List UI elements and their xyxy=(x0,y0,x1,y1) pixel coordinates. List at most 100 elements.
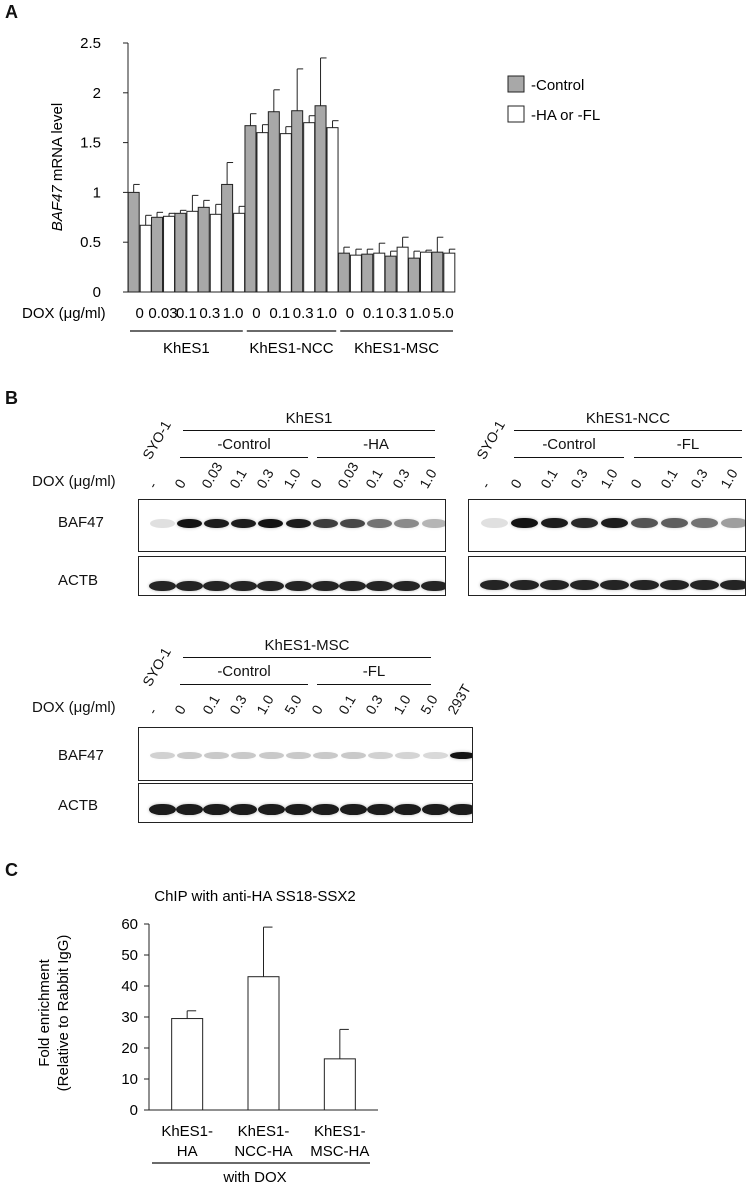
blot-band xyxy=(422,751,448,759)
blot-band xyxy=(257,803,285,815)
lane-label: 1.0 xyxy=(280,466,304,491)
a-dox-label: DOX (μg/ml) xyxy=(22,305,106,322)
a-ytick-label: 2 xyxy=(93,85,101,102)
c-bar xyxy=(323,1058,356,1111)
a-y-axis-label: BAF47 mRNA level xyxy=(49,103,66,231)
blot-band xyxy=(569,580,599,590)
blot-band xyxy=(660,518,688,528)
blot-band xyxy=(312,518,338,528)
c-xtick-label: KhES1- xyxy=(314,1123,366,1140)
lane-label: 0.3 xyxy=(567,466,591,491)
a-bar-treated xyxy=(396,246,409,293)
lane-label: 0.1 xyxy=(335,692,359,717)
blot-band xyxy=(312,803,340,815)
lane-label: 0 xyxy=(171,702,190,717)
blot-band xyxy=(540,518,568,528)
blot-band xyxy=(539,580,569,590)
blot3-sub-fl-line xyxy=(317,684,431,685)
lane-label: 0.3 xyxy=(252,466,277,491)
blot1-baf47-membrane xyxy=(138,499,446,552)
c-xtick-label: KhES1- xyxy=(238,1123,290,1140)
blot-band xyxy=(284,581,312,591)
blot3-row-baf47: BAF47 xyxy=(58,747,104,764)
blot2-actb-membrane xyxy=(468,556,746,596)
blot2-baf47-membrane xyxy=(468,499,746,552)
blot-band xyxy=(175,581,203,591)
a-xtick-label: 1.0 xyxy=(316,305,337,322)
a-bar-treated xyxy=(443,252,456,293)
blot2-sub-fl: -FL xyxy=(676,436,700,453)
c-xtick-label: MSC-HA xyxy=(310,1143,369,1160)
blot-band xyxy=(230,581,258,591)
blot-band xyxy=(479,580,509,590)
blot3-baf47-membrane xyxy=(138,727,473,781)
blot-band xyxy=(448,803,472,815)
blot1-sub-control-line xyxy=(180,457,308,458)
lane-label: 0.03 xyxy=(198,459,227,491)
blot-band xyxy=(629,580,659,590)
c-group-label: with DOX xyxy=(222,1169,286,1185)
a-xtick-label: 5.0 xyxy=(433,305,454,322)
lane-label: 1.0 xyxy=(717,466,741,491)
lane-label: 0.1 xyxy=(225,466,250,491)
blot-band xyxy=(420,581,445,591)
lane-label: 0.1 xyxy=(198,692,223,717)
c-bar xyxy=(171,1018,204,1111)
blot-band xyxy=(599,580,629,590)
blot-band xyxy=(659,580,689,590)
a-ytick-label: 0.5 xyxy=(80,234,101,251)
blot2-title: KhES1-NCC xyxy=(585,410,671,427)
a-xtick-label: 0.3 xyxy=(199,305,220,322)
blot3-sub-control-line xyxy=(180,684,308,685)
a-xtick-label: 0 xyxy=(252,305,260,322)
blot-band xyxy=(148,581,176,591)
a-group-label: KhES1-MSC xyxy=(354,340,439,357)
c-xtick-label: NCC-HA xyxy=(234,1143,292,1160)
a-bar-control xyxy=(407,257,420,293)
a-bar-treated xyxy=(163,215,176,293)
lane-label: - xyxy=(477,478,494,491)
a-xtick-label: 0 xyxy=(346,305,354,322)
blot1-title-line xyxy=(183,430,435,431)
a-bar-control xyxy=(384,255,397,293)
blot3-sub-fl: -FL xyxy=(362,663,386,680)
lane-label: 0 xyxy=(307,702,326,717)
blot-band xyxy=(149,751,175,759)
panel-c-letter: C xyxy=(5,860,18,880)
blot-band xyxy=(231,518,257,528)
lane-label: 5.0 xyxy=(280,692,305,717)
blot2-sub-control: -Control xyxy=(542,436,596,453)
blot3-actb-membrane xyxy=(138,783,473,823)
a-bar-control xyxy=(127,191,140,293)
a-xtick-label: 0 xyxy=(136,305,144,322)
blot1-syo-label: SYO-1 xyxy=(139,417,175,462)
a-bar-treated xyxy=(303,122,316,293)
lane-label: 1.0 xyxy=(253,692,277,717)
c-ytick-label: 50 xyxy=(121,947,138,964)
panel-c-chart: ChIP with anti-HA SS18-SSX20102030405060… xyxy=(36,888,378,1185)
c-ytick-label: 20 xyxy=(121,1040,138,1057)
a-xtick-label: 0.3 xyxy=(386,305,407,322)
blot1-sub-control: -Control xyxy=(217,436,271,453)
panel-a-letter: A xyxy=(5,2,18,22)
blot-band xyxy=(630,518,658,528)
blot3-row-actb: ACTB xyxy=(58,797,99,814)
a-xtick-label: 0.03 xyxy=(148,305,177,322)
blot1-row-actb: ACTB xyxy=(58,572,99,589)
blot-band xyxy=(257,581,285,591)
blot-band xyxy=(509,580,539,590)
lane-label: 0.3 xyxy=(687,466,711,491)
blot-band xyxy=(204,751,230,759)
blot3-dox-label: DOX (μg/ml) xyxy=(32,699,116,716)
blot-band xyxy=(258,518,284,528)
c-title: ChIP with anti-HA SS18-SSX2 xyxy=(154,888,356,905)
a-bar-control xyxy=(314,105,327,293)
a-group-label: KhES1 xyxy=(163,340,210,357)
c-xtick-label: HA xyxy=(177,1143,198,1160)
blot-band xyxy=(394,803,422,815)
blot2-sub-control-line xyxy=(514,457,624,458)
lane-label: 1.0 xyxy=(416,466,440,491)
a-bar-control xyxy=(361,253,374,293)
a-xtick-label: 0.1 xyxy=(269,305,290,322)
